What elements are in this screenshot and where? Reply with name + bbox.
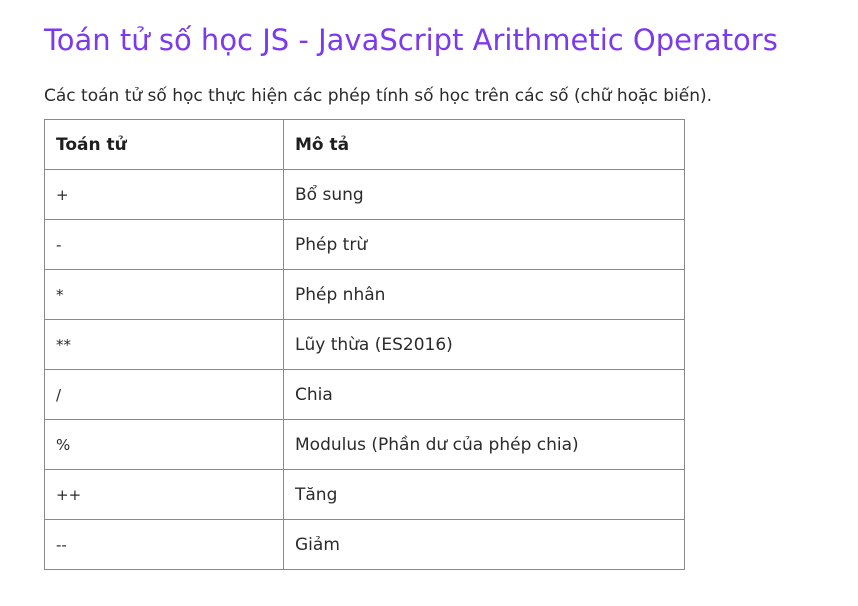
description-cell: Modulus (Phần dư của phép chia)	[283, 419, 685, 470]
operator-cell: %	[44, 419, 284, 470]
description-cell: Phép nhân	[283, 269, 685, 320]
table-row: + Bổ sung	[44, 169, 685, 220]
table-row: ** Lũy thừa (ES2016)	[44, 319, 685, 370]
table-row: % Modulus (Phần dư của phép chia)	[44, 419, 685, 470]
description-cell: Giảm	[283, 519, 685, 570]
description-cell: Lũy thừa (ES2016)	[283, 319, 685, 370]
operators-table: Toán tử Mô tả + Bổ sung - Phép trừ * Phé…	[44, 119, 685, 570]
table-header-row: Toán tử Mô tả	[44, 119, 685, 170]
description-cell: Tăng	[283, 469, 685, 520]
description-cell: Chia	[283, 369, 685, 420]
table-row: - Phép trừ	[44, 219, 685, 270]
operator-cell: -	[44, 219, 284, 270]
description-cell: Phép trừ	[283, 219, 685, 270]
table-row: / Chia	[44, 369, 685, 420]
page-title: Toán tử số học JS - JavaScript Arithmeti…	[44, 23, 778, 57]
operator-cell: **	[44, 319, 284, 370]
operator-cell: *	[44, 269, 284, 320]
description-cell: Bổ sung	[283, 169, 685, 220]
intro-paragraph: Các toán tử số học thực hiện các phép tí…	[44, 86, 713, 106]
operator-cell: ++	[44, 469, 284, 520]
header-operator: Toán tử	[44, 119, 284, 170]
table-row: -- Giảm	[44, 519, 685, 570]
operator-cell: --	[44, 519, 284, 570]
table-row: * Phép nhân	[44, 269, 685, 320]
header-description: Mô tả	[283, 119, 685, 170]
operator-cell: /	[44, 369, 284, 420]
table-row: ++ Tăng	[44, 469, 685, 520]
operator-cell: +	[44, 169, 284, 220]
